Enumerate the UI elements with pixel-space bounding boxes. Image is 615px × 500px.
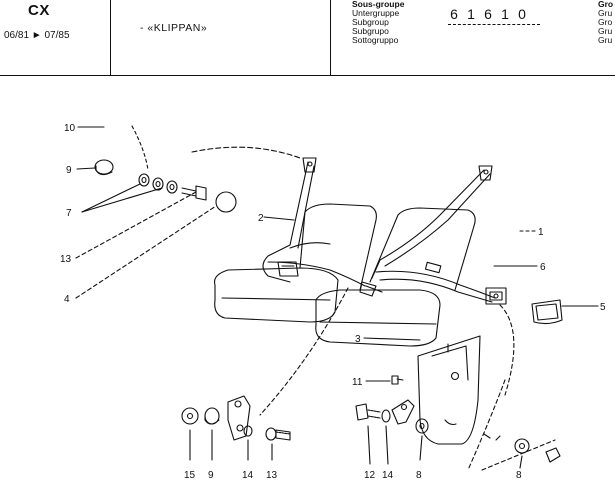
subgroup-labels: Sous-groupe Untergruppe Subgroup Subgrup… (352, 0, 404, 45)
callout-labels: 10 9 7 13 4 2 1 6 5 3 11 15 9 14 13 12 1… (60, 123, 606, 481)
callout-11: 11 (352, 377, 363, 388)
rear-seat (213, 203, 476, 347)
variant-name: - «KLIPPAN» (140, 22, 208, 34)
callout-8: 8 (516, 470, 522, 481)
subgroup-label: Subgrupo (352, 26, 389, 36)
code-digit: 1 (467, 6, 477, 22)
leader-7a (81, 183, 141, 213)
callout-14: 14 (382, 470, 394, 481)
code-digit: 6 (484, 6, 494, 22)
group-label: Gru (598, 26, 613, 36)
dashed-guide-line (467, 379, 506, 471)
dashed-guide-line (131, 125, 149, 171)
leader-8b (519, 455, 523, 469)
subgroup-label: Sous-groupe (352, 0, 405, 9)
leader-7b (81, 187, 163, 213)
subgroup-label: Untergruppe (352, 8, 400, 18)
callout-1: 1 (538, 227, 544, 238)
dashed-guide-line (499, 304, 515, 396)
leader-lines (75, 126, 599, 469)
callout-13: 13 (266, 470, 278, 481)
callout-10: 10 (64, 123, 76, 134)
callout-5: 5 (600, 302, 606, 313)
callout-9: 9 (66, 165, 72, 176)
lower-center-hardware (355, 375, 429, 434)
leader-3 (363, 337, 421, 341)
upper-anchors (302, 157, 493, 181)
group-label: Gru (598, 8, 613, 18)
group-label: Gru (598, 35, 613, 45)
callout-8: 8 (416, 470, 422, 481)
upper-left-hardware (94, 159, 237, 213)
leader-2 (263, 216, 295, 221)
callout-4: 4 (64, 294, 70, 305)
subgroup-code: 6 1 6 1 0 (450, 6, 528, 22)
leader-8a (419, 435, 423, 461)
callout-13: 13 (60, 254, 72, 265)
callout-3: 3 (355, 334, 361, 345)
exploded-view-diagram: 10 9 7 13 4 2 1 6 5 3 11 15 9 14 13 12 1… (60, 123, 606, 481)
callout-2: 2 (258, 213, 264, 224)
callout-12: 12 (364, 470, 376, 481)
callout-7: 7 (66, 208, 72, 219)
code-digit: 6 (450, 6, 460, 22)
retractor-unit (485, 287, 507, 305)
dashed-guide-line (259, 287, 349, 416)
group-label: Gro (598, 17, 613, 27)
group-labels-clipped: Gro Gru Gro Gru Gru (598, 0, 615, 45)
divider (330, 0, 331, 75)
dashed-guide-line (191, 146, 301, 159)
subgroup-label: Subgroup (352, 17, 389, 27)
leader-13a (75, 191, 197, 259)
production-dates: 06/81 ► 07/85 (4, 30, 70, 41)
title-block: CX 06/81 ► 07/85 - «KLIPPAN» Sous-groupe… (0, 0, 615, 76)
lower-right-hardware (483, 433, 561, 463)
leader-4 (75, 205, 217, 299)
belt-webbing (262, 161, 496, 303)
code-digit: 1 (501, 6, 511, 22)
callout-15: 15 (184, 470, 196, 481)
callout-9: 9 (208, 470, 214, 481)
subgroup-label: Sottogruppo (352, 35, 399, 45)
dashed-guide-line (481, 439, 556, 471)
code-underline (448, 24, 540, 25)
model-name: CX (28, 2, 50, 19)
leader-9a (76, 167, 96, 170)
group-label: Gro (598, 0, 614, 9)
leader-14b (385, 425, 389, 465)
code-digit: 0 (518, 6, 528, 22)
callout-6: 6 (540, 262, 546, 273)
divider (110, 0, 111, 75)
lower-left-hardware (181, 395, 291, 441)
cover-cap (531, 299, 563, 325)
latch-parts (277, 261, 383, 297)
leader-12 (367, 425, 371, 465)
callout-14: 14 (242, 470, 254, 481)
